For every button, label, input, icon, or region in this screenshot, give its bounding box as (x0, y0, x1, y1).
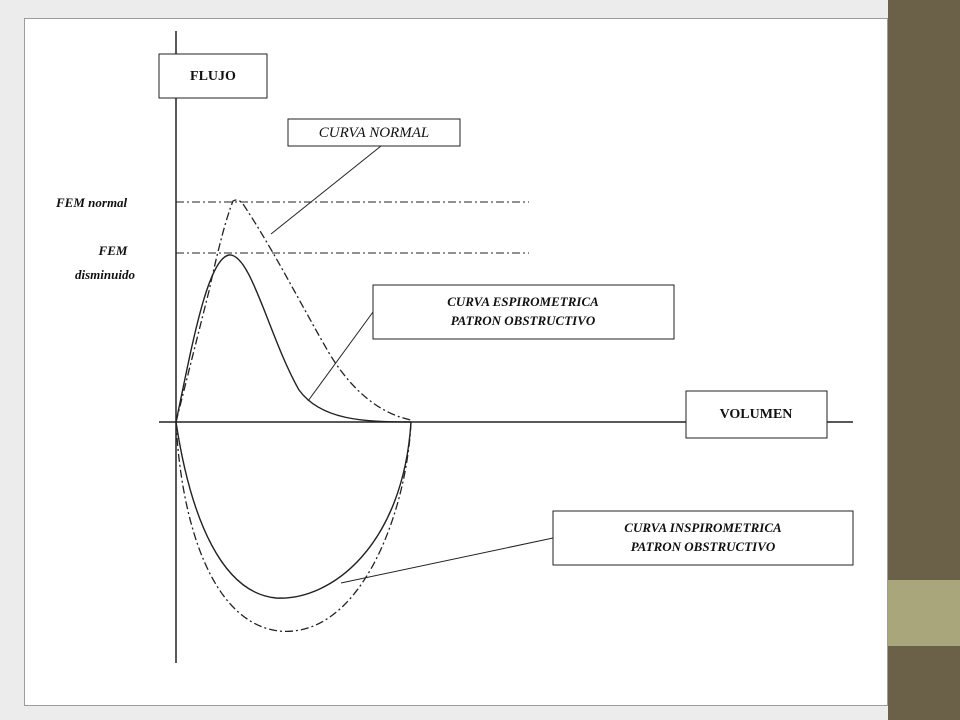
flujo-label-box (158, 53, 268, 99)
fem-reduced-label-line1: FEM (98, 243, 128, 258)
inspirometric-leader (340, 537, 554, 584)
fem-normal-label: FEM normal (55, 195, 128, 210)
normal-curve-leader (270, 145, 382, 235)
inspirometric-label-line2: PATRON OBSTRUCTIVO (631, 539, 776, 554)
spirometric-leader (307, 311, 374, 402)
spirometric-label-line1: CURVA ESPIROMETRICA (447, 294, 599, 309)
inspirometric-label-line1: CURVA INSPIROMETRICA (624, 520, 782, 535)
spirometric-label-line2: PATRON OBSTRUCTIVO (451, 313, 596, 328)
flujo-label: FLUJO (190, 69, 236, 84)
obstructive-expiratory-curve (175, 254, 412, 423)
spirometric-box (372, 284, 675, 340)
volumen-label: VOLUMEN (720, 407, 793, 422)
diagram-canvas: FLUJO VOLUMEN FEM normal FEM disminuido … (55, 31, 854, 663)
obstructive-inspiratory-curve (175, 421, 412, 599)
normal-expiratory-curve (175, 199, 412, 423)
fem-reduced-label-line2: disminuido (75, 267, 135, 282)
normal-curve-label: CURVA NORMAL (319, 125, 429, 141)
normal-curve-box (287, 118, 461, 147)
volumen-label-box (685, 390, 828, 439)
flow-volume-diagram: FLUJO VOLUMEN FEM normal FEM disminuido … (24, 18, 888, 706)
normal-inspiratory-curve (175, 421, 412, 632)
slide-sidebar-accent (888, 580, 960, 646)
inspirometric-box (552, 510, 854, 566)
